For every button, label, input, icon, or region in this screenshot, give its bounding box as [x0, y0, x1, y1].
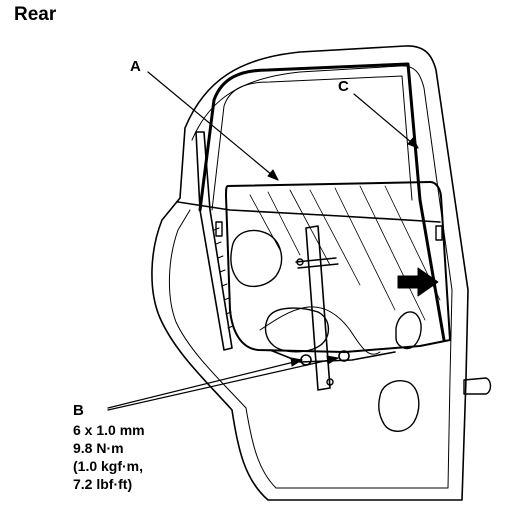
access-hole-right: [395, 311, 422, 350]
leader-arrow-b-rear: [326, 355, 339, 365]
bolt-size-spec: 6 x 1.0 mm: [73, 422, 145, 438]
torque-spec-nm: 9.8 N·m: [73, 440, 124, 456]
glass-clip-left: [215, 221, 223, 237]
regulator-cable: [259, 306, 381, 355]
callout-a-label: A: [130, 58, 141, 75]
regulator-bracket-bolt-rear: [338, 350, 350, 362]
belt-line: [177, 201, 441, 223]
diagram-title: Rear: [14, 4, 57, 25]
window-sash: [198, 62, 446, 342]
callout-b-label: B: [73, 402, 84, 419]
regulator-pivot: [326, 378, 334, 386]
window-sash-inner: [211, 75, 413, 211]
leader-arrow-c: [407, 137, 419, 149]
door-glass: [225, 181, 451, 353]
regulator-rail: [305, 225, 331, 391]
leader-arrow-b-front: [290, 357, 303, 367]
access-hole-lower: [378, 380, 420, 432]
glass-stop-clip: [435, 225, 443, 241]
door-outer-panel: [151, 45, 469, 501]
callout-c-label: C: [338, 78, 349, 95]
access-hole-upper: [230, 229, 283, 287]
direction-arrow: [397, 267, 439, 297]
access-hole-middle: [264, 307, 329, 353]
run-channel: [195, 131, 233, 351]
leader-arrow-a: [267, 169, 279, 181]
door-latch-tab: [463, 377, 492, 395]
leader-line-a: [147, 71, 279, 181]
door-inner-rim: [169, 65, 453, 489]
leader-line-b-front: [107, 359, 303, 409]
torque-spec-lbfft: 7.2 lbf·ft): [73, 476, 133, 492]
leader-line-b-rear: [107, 357, 339, 411]
glass-reflection-lines: [249, 185, 441, 321]
regulator-roller: [296, 258, 304, 266]
leader-line-c: [353, 93, 419, 149]
torque-spec-kgfm: (1.0 kgf·m,: [73, 458, 144, 474]
